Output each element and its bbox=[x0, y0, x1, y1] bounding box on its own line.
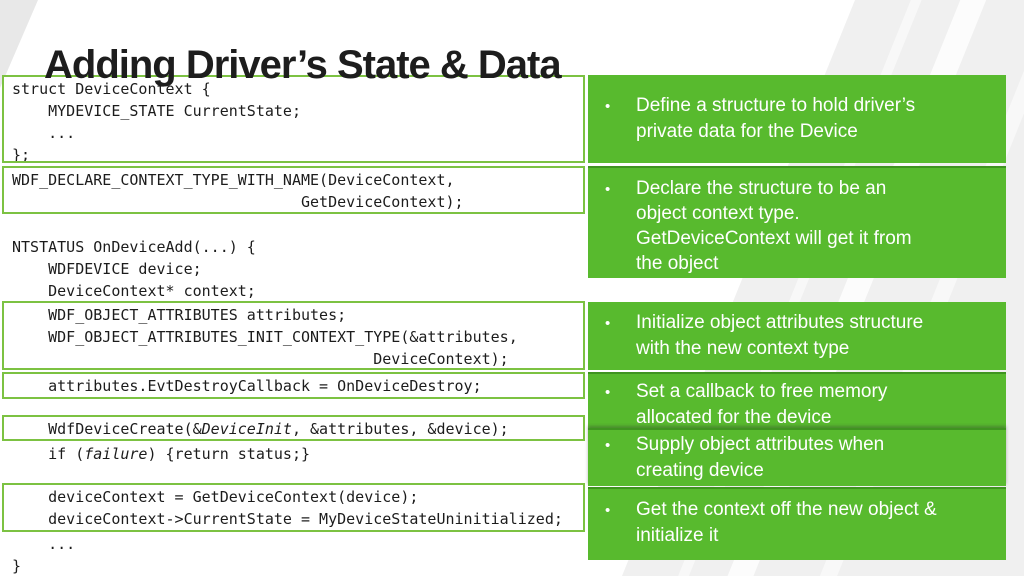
callout-text: Get the context off the new object & ini… bbox=[636, 499, 937, 546]
callout-define-structure: • Define a structure to hold driver’s pr… bbox=[588, 75, 1006, 163]
callout-get-context: • Get the context off the new object & i… bbox=[588, 487, 1006, 560]
code-block-struct-devicecontext: struct DeviceContext { MYDEVICE_STATE Cu… bbox=[2, 75, 585, 163]
code-segment: , &attributes, &device); bbox=[291, 420, 509, 438]
code-if-failure-line: if (failure) {return status;} bbox=[2, 441, 585, 463]
callout-text: Supply object attributes when creating d… bbox=[636, 434, 885, 481]
code-closing-brace: ... } bbox=[12, 535, 76, 575]
code-segment: if ( bbox=[12, 445, 85, 463]
callout-text: Define a structure to hold driver’s priv… bbox=[636, 95, 916, 142]
code-segment-italic: failure bbox=[84, 445, 148, 463]
callout-declare-context-type: • Declare the structure to be an object … bbox=[588, 166, 1006, 278]
callout-text: Declare the structure to be an object co… bbox=[636, 178, 912, 274]
code-segment-italic: DeviceInit bbox=[201, 420, 292, 438]
bullet-icon: • bbox=[605, 437, 611, 454]
slide-title: Adding Driver’s State & Data bbox=[44, 42, 562, 87]
bullet-icon: • bbox=[605, 315, 611, 332]
code-ondeviceadd-declarations: NTSTATUS OnDeviceAdd(...) { WDFDEVICE de… bbox=[12, 238, 256, 300]
code-block-declare-context-type: WDF_DECLARE_CONTEXT_TYPE_WITH_NAME(Devic… bbox=[2, 166, 585, 214]
bullet-icon: • bbox=[605, 384, 611, 401]
code-block-wdfdevicecreate: WdfDeviceCreate(&DeviceInit, &attributes… bbox=[2, 415, 585, 441]
callout-supply-attributes: • Supply object attributes when creating… bbox=[588, 428, 1006, 486]
callout-set-callback: • Set a callback to free memory allocate… bbox=[588, 372, 1006, 432]
code-block-evtdestroy-callback: attributes.EvtDestroyCallback = OnDevice… bbox=[2, 372, 585, 399]
callout-text: Set a callback to free memory allocated … bbox=[636, 381, 888, 428]
bullet-icon: • bbox=[605, 502, 611, 519]
code-block-object-attributes-init: WDF_OBJECT_ATTRIBUTES attributes; WDF_OB… bbox=[2, 301, 585, 370]
code-segment: WdfDeviceCreate(& bbox=[12, 420, 202, 438]
callout-text: Initialize object attributes structure w… bbox=[636, 312, 924, 359]
bullet-icon: • bbox=[605, 181, 611, 198]
code-block-getdevicecontext: deviceContext = GetDeviceContext(device)… bbox=[2, 483, 585, 532]
code-segment: ) {return status;} bbox=[147, 445, 311, 463]
callout-initialize-attributes: • Initialize object attributes structure… bbox=[588, 302, 1006, 370]
bullet-icon: • bbox=[605, 98, 611, 115]
